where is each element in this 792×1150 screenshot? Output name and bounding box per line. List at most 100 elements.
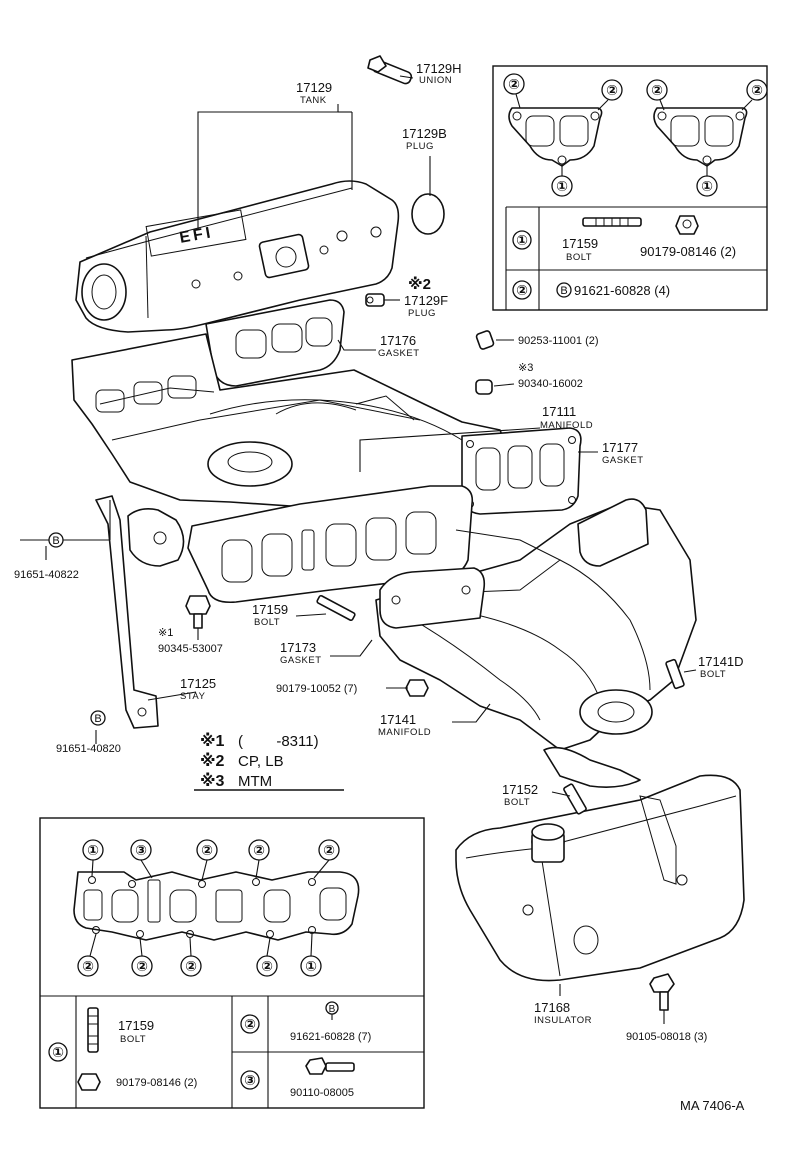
callout-1: ① <box>696 175 718 197</box>
b-badge: B <box>325 1001 339 1015</box>
callout-2: ② <box>601 79 623 101</box>
part-number: 17173 <box>280 640 316 655</box>
leader-lines <box>20 75 697 1024</box>
part-number: 90179-08146 (2) <box>640 244 736 259</box>
union-icon <box>367 55 413 85</box>
callout-2: ② <box>746 79 768 101</box>
part-name: UNION <box>419 75 452 86</box>
note-mark: ※1 <box>158 627 173 639</box>
part-name: TANK <box>300 95 327 106</box>
nut-icon <box>405 679 429 697</box>
part-number: 17159 <box>562 236 598 251</box>
b-badge: B <box>556 282 572 298</box>
part-number: 90105-08018 (3) <box>626 1031 707 1043</box>
part-number: 17141D <box>698 654 744 669</box>
part-number: 17168 <box>534 1000 570 1015</box>
gasket-17177 <box>461 427 582 515</box>
part-name: BOLT <box>120 1034 146 1045</box>
part-name: INSULATOR <box>534 1015 592 1026</box>
part-number: 90179-10052 (7) <box>276 683 357 695</box>
svg-text:※2: ※2 <box>200 752 225 770</box>
bottom-inset: ① ③ ② ② ② ② ② ② ② ① ① 17159 BOLT 90179-0… <box>39 817 425 1109</box>
svg-text:②: ② <box>201 842 213 858</box>
row-id-2: ② <box>240 1014 260 1034</box>
gasket-small-right <box>653 107 748 167</box>
part-number: 17176 <box>380 333 416 348</box>
svg-text:B: B <box>52 535 59 547</box>
part-number: 17129B <box>402 126 447 141</box>
part-number: 17129H <box>416 61 462 76</box>
figure-code: MA 7406-A <box>680 1098 745 1113</box>
svg-text:②: ② <box>136 958 148 974</box>
callout-2: ② <box>77 955 99 977</box>
part-number: 91651-40822 <box>14 569 79 581</box>
part-number: 90340-16002 <box>518 378 583 390</box>
part-name: PLUG <box>406 141 434 152</box>
svg-text:②: ② <box>185 958 197 974</box>
part-number: 90179-08146 (2) <box>116 1077 197 1089</box>
svg-text:②: ② <box>508 76 520 92</box>
part-name: BOLT <box>700 669 726 680</box>
part-number: 91621-60828 (4) <box>574 283 670 298</box>
part-number: 91651-40820 <box>56 743 121 755</box>
part-number: 17159 <box>252 602 288 617</box>
svg-text:③: ③ <box>244 1072 256 1088</box>
callout-2: ② <box>503 73 525 95</box>
callout-2: ② <box>180 955 202 977</box>
plug-icon <box>475 379 493 395</box>
stud-bolt-icon <box>316 594 356 622</box>
svg-text:EFI: EFI <box>178 224 214 247</box>
part-number: 90253-11001 (2) <box>518 335 599 347</box>
part-number: 90110-08005 <box>290 1087 354 1099</box>
svg-text:②: ② <box>261 958 273 974</box>
note-mark: ※3 <box>518 362 533 374</box>
svg-text:MTM: MTM <box>238 773 272 790</box>
part-name: BOLT <box>254 617 280 628</box>
row-id-3: ③ <box>240 1070 260 1090</box>
part-name: BOLT <box>504 797 530 808</box>
gasket-small-left <box>508 107 603 167</box>
callout-3: ③ <box>130 839 152 861</box>
part-number: 17159 <box>118 1018 154 1033</box>
bolt-icon <box>185 595 211 629</box>
svg-text:②: ② <box>323 842 335 858</box>
part-number: 17111 <box>542 404 576 419</box>
callout-1: ① <box>551 175 573 197</box>
insulator-17168 <box>455 774 745 982</box>
svg-text:①: ① <box>87 842 99 858</box>
svg-text:②: ② <box>606 82 618 98</box>
notes: ※1 ( -8311) ※2 CP, LB ※3 MTM <box>194 732 344 791</box>
stud-bolt-icon <box>665 658 685 690</box>
row-id-1: ① <box>48 1042 68 1062</box>
svg-text:※1: ※1 <box>200 732 225 750</box>
bolt-icon <box>649 973 675 1011</box>
callout-2: ② <box>646 79 668 101</box>
svg-text:B: B <box>94 713 101 725</box>
stud-bolt-icon <box>582 217 642 227</box>
stud-bolt-icon <box>87 1007 99 1053</box>
top-inset: ② ② ② ② ① ① ① 17159 BOLT 90179-08146 (2)… <box>492 65 768 311</box>
svg-text:②: ② <box>516 282 528 298</box>
callout-2: ② <box>131 955 153 977</box>
part-number: 91621-60828 (7) <box>290 1031 371 1043</box>
b-badge: B <box>48 532 64 548</box>
b-badge: B <box>90 710 106 726</box>
part-number: 17152 <box>502 782 538 797</box>
callout-2: ② <box>256 955 278 977</box>
svg-text:B: B <box>329 1004 336 1015</box>
row-id-2: ② <box>512 280 532 300</box>
callout-2: ② <box>196 839 218 861</box>
part-name: MANIFOLD <box>378 727 431 738</box>
nut-icon <box>77 1073 101 1091</box>
part-number: 17129 <box>296 80 332 95</box>
svg-text:①: ① <box>701 178 713 194</box>
part-name: BOLT <box>566 252 592 263</box>
plug-small-icon <box>365 293 385 307</box>
part-number: 90345-53007 <box>158 643 223 655</box>
svg-text:②: ② <box>651 82 663 98</box>
callout-1: ① <box>300 955 322 977</box>
callout-1: ① <box>82 839 104 861</box>
svg-text:②: ② <box>751 82 763 98</box>
part-name: GASKET <box>602 455 644 466</box>
